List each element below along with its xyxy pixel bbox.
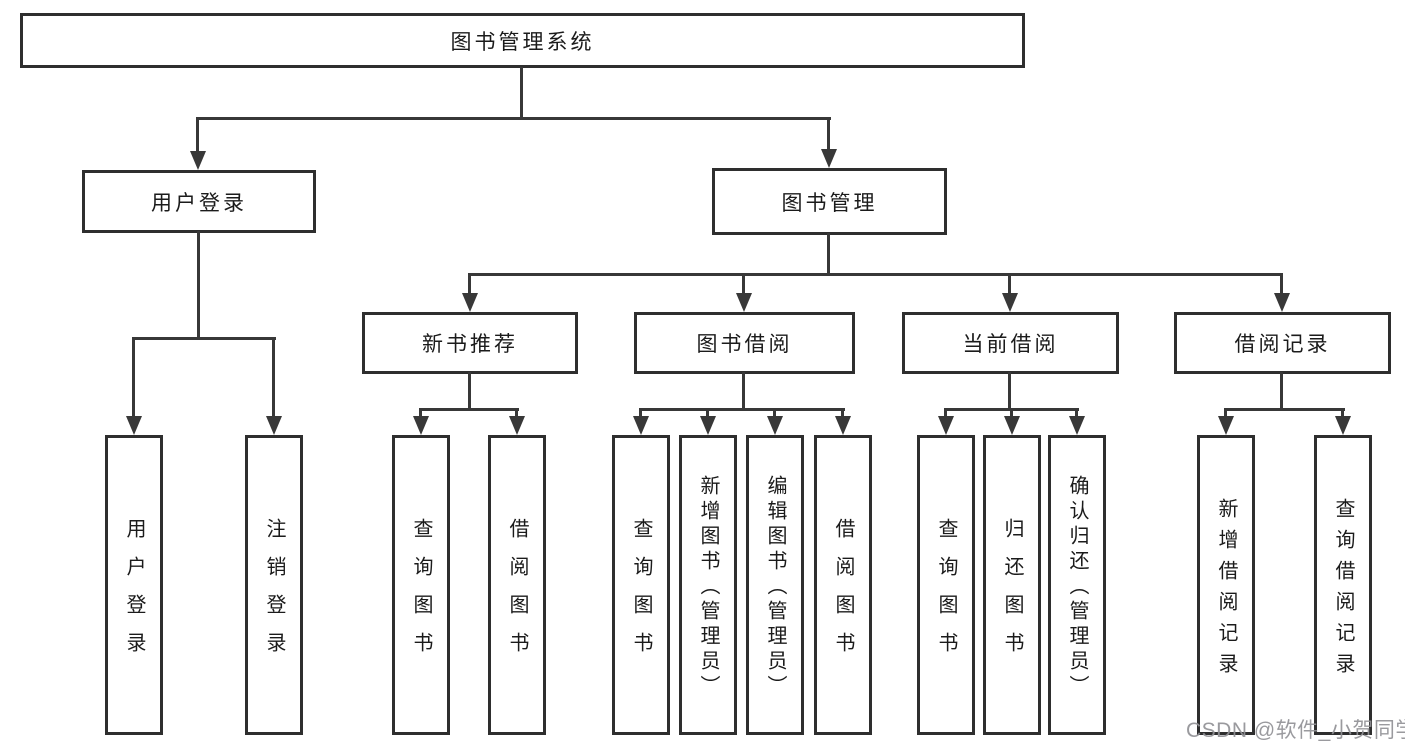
leaf-cb-query-books: 查询图书 (917, 435, 975, 735)
connector-line (132, 337, 276, 340)
leaf-label: 新增图书（管理员） (697, 475, 719, 700)
connector-arrowhead (190, 151, 206, 170)
connector-line (742, 273, 745, 295)
connector-arrowhead (1004, 416, 1020, 435)
connector-arrowhead (266, 416, 282, 435)
connector-arrowhead (126, 416, 142, 435)
connector-line (1010, 408, 1013, 418)
connector-line (1008, 273, 1011, 295)
leaf-bb-borrow-books: 借阅图书 (814, 435, 872, 735)
connector-line (639, 408, 642, 418)
connector-line (773, 408, 776, 418)
connector-arrowhead (1069, 416, 1085, 435)
connector-line (520, 67, 523, 118)
node-label: 新书推荐 (422, 333, 518, 356)
leaf-cb-confirm-return-admin: 确认归还（管理员） (1048, 435, 1106, 735)
leaf-cb-return-books: 归还图书 (983, 435, 1041, 735)
node-label: 借阅记录 (1234, 333, 1331, 356)
connector-line (1280, 372, 1283, 411)
leaf-br-add-record: 新增借阅记录 (1197, 435, 1255, 735)
connector-arrowhead (1002, 293, 1018, 312)
connector-line (1341, 408, 1344, 418)
connector-line (827, 233, 830, 275)
leaf-br-query-record: 查询借阅记录 (1314, 435, 1372, 735)
connector-arrowhead (462, 293, 478, 312)
leaf-label: 用户登录 (123, 518, 145, 670)
node-book-management: 图书管理 (712, 168, 947, 235)
node-current-borrow: 当前借阅 (902, 312, 1119, 374)
connector-line (1008, 372, 1011, 411)
node-new-book-recommend: 新书推荐 (362, 312, 578, 374)
connector-line (468, 273, 1283, 276)
connector-arrowhead (509, 416, 525, 435)
connector-line (1280, 273, 1283, 295)
connector-line (272, 337, 275, 417)
connector-line (1224, 408, 1345, 411)
connector-line (944, 408, 947, 418)
leaf-label: 确认归还（管理员） (1066, 475, 1088, 700)
connector-arrowhead (736, 293, 752, 312)
connector-line (515, 408, 518, 418)
leaf-logout: 注销登录 (245, 435, 303, 735)
connector-line (742, 372, 745, 411)
leaf-label: 注销登录 (263, 518, 285, 670)
leaf-label: 借阅图书 (506, 518, 528, 670)
connector-line (1224, 408, 1227, 418)
connector-line (706, 408, 709, 418)
node-label: 图书借阅 (696, 333, 793, 356)
leaf-nbr-query-books: 查询图书 (392, 435, 450, 735)
leaf-label: 查询借阅记录 (1332, 497, 1354, 684)
leaf-label: 编辑图书（管理员） (764, 475, 786, 700)
connector-arrowhead (700, 416, 716, 435)
connector-line (132, 337, 135, 417)
connector-arrowhead (1218, 416, 1234, 435)
connector-arrowhead (767, 416, 783, 435)
leaf-label: 新增借阅记录 (1215, 497, 1237, 684)
connector-arrowhead (633, 416, 649, 435)
leaf-label: 查询图书 (935, 518, 957, 670)
connector-arrowhead (821, 149, 837, 168)
leaf-bb-add-books-admin: 新增图书（管理员） (679, 435, 737, 735)
node-label: 图书管理系统 (450, 30, 595, 54)
leaf-nbr-borrow-books: 借阅图书 (488, 435, 546, 735)
connector-line (196, 117, 199, 153)
connector-line (639, 408, 845, 411)
leaf-label: 查询图书 (410, 518, 432, 670)
connector-line (841, 408, 844, 418)
connector-line (468, 273, 471, 295)
leaf-bb-edit-books-admin: 编辑图书（管理员） (746, 435, 804, 735)
connector-line (827, 117, 830, 151)
node-root: 图书管理系统 (20, 13, 1025, 68)
connector-line (1075, 408, 1078, 418)
node-label: 用户登录 (151, 191, 247, 215)
node-label: 图书管理 (781, 191, 878, 215)
node-borrow-records: 借阅记录 (1174, 312, 1391, 374)
connector-line (419, 408, 422, 418)
leaf-user-login: 用户登录 (105, 435, 163, 735)
connector-arrowhead (1335, 416, 1351, 435)
watermark: CSDN @软件_小贺同学 (1186, 719, 1405, 742)
connector-arrowhead (835, 416, 851, 435)
connector-arrowhead (1274, 293, 1290, 312)
connector-line (197, 231, 200, 337)
node-book-borrow: 图书借阅 (634, 312, 855, 374)
leaf-label: 借阅图书 (832, 518, 854, 670)
node-user-login: 用户登录 (82, 170, 316, 233)
connector-line (196, 117, 831, 120)
connector-line (419, 408, 519, 411)
connector-arrowhead (938, 416, 954, 435)
connector-line (468, 372, 471, 411)
connector-arrowhead (413, 416, 429, 435)
leaf-label: 查询图书 (630, 518, 652, 670)
leaf-bb-query-books: 查询图书 (612, 435, 670, 735)
node-label: 当前借阅 (962, 333, 1059, 356)
leaf-label: 归还图书 (1001, 518, 1023, 670)
